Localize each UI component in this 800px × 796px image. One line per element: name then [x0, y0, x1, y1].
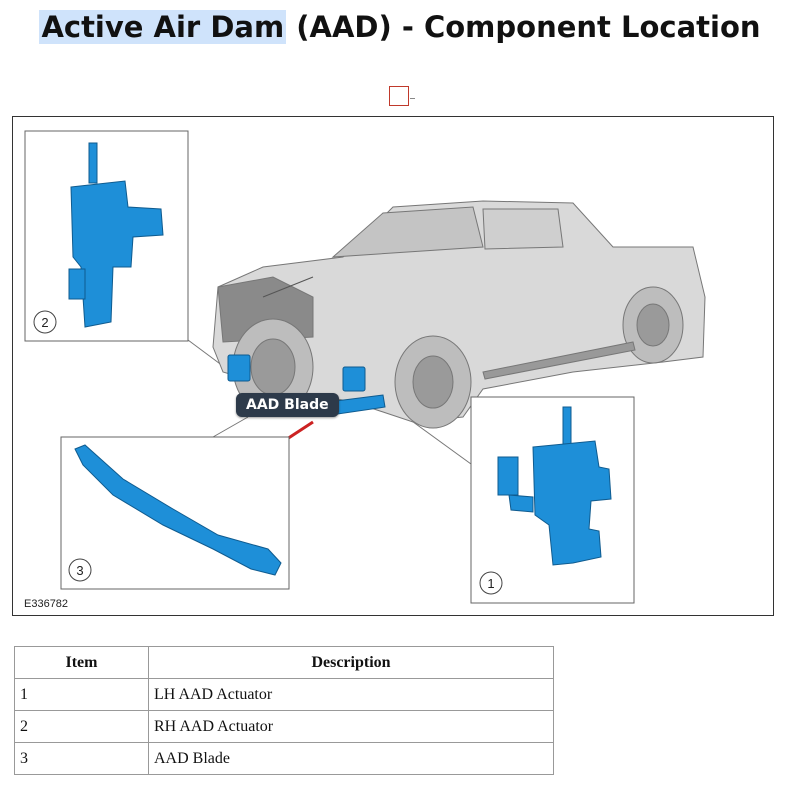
inset-1: 1 [470, 396, 635, 604]
broken-image-icon[interactable] [389, 86, 409, 106]
table-row: 3 AAD Blade [14, 742, 554, 775]
component-table: Item Description 1 LH AAD Actuator 2 RH … [14, 646, 554, 775]
inset-3-number: 3 [76, 563, 83, 578]
title-highlight: Active Air Dam [39, 10, 287, 44]
row-description: AAD Blade [148, 742, 554, 775]
row-item: 2 [14, 710, 149, 743]
aad-blade-part [74, 444, 282, 576]
component-figure: 2 1 3 [12, 116, 774, 616]
table-header-row: Item Description [14, 646, 554, 679]
inset-3: 3 [60, 436, 290, 590]
rh-actuator-part [68, 142, 164, 328]
title-rest: (AAD) - Component Location [286, 10, 761, 44]
inset-2-number: 2 [41, 315, 48, 330]
lh-actuator-part [497, 406, 612, 566]
figure-illustration: 2 1 3 [24, 130, 706, 604]
aad-blade-callout: AAD Blade [236, 393, 339, 417]
inset-2: 2 [24, 130, 189, 342]
header-item: Item [14, 646, 149, 679]
page-title: Active Air Dam (AAD) - Component Locatio… [0, 10, 800, 44]
header-description: Description [148, 646, 554, 679]
row-item: 3 [14, 742, 149, 775]
inset-1-number: 1 [487, 576, 494, 591]
row-description: LH AAD Actuator [148, 678, 554, 711]
broken-image-dash [410, 98, 415, 99]
table-row: 2 RH AAD Actuator [14, 710, 554, 743]
figure-id: E336782 [24, 598, 69, 610]
row-item: 1 [14, 678, 149, 711]
truck-aad-parts [227, 354, 386, 416]
table-row: 1 LH AAD Actuator [14, 678, 554, 711]
row-description: RH AAD Actuator [148, 710, 554, 743]
